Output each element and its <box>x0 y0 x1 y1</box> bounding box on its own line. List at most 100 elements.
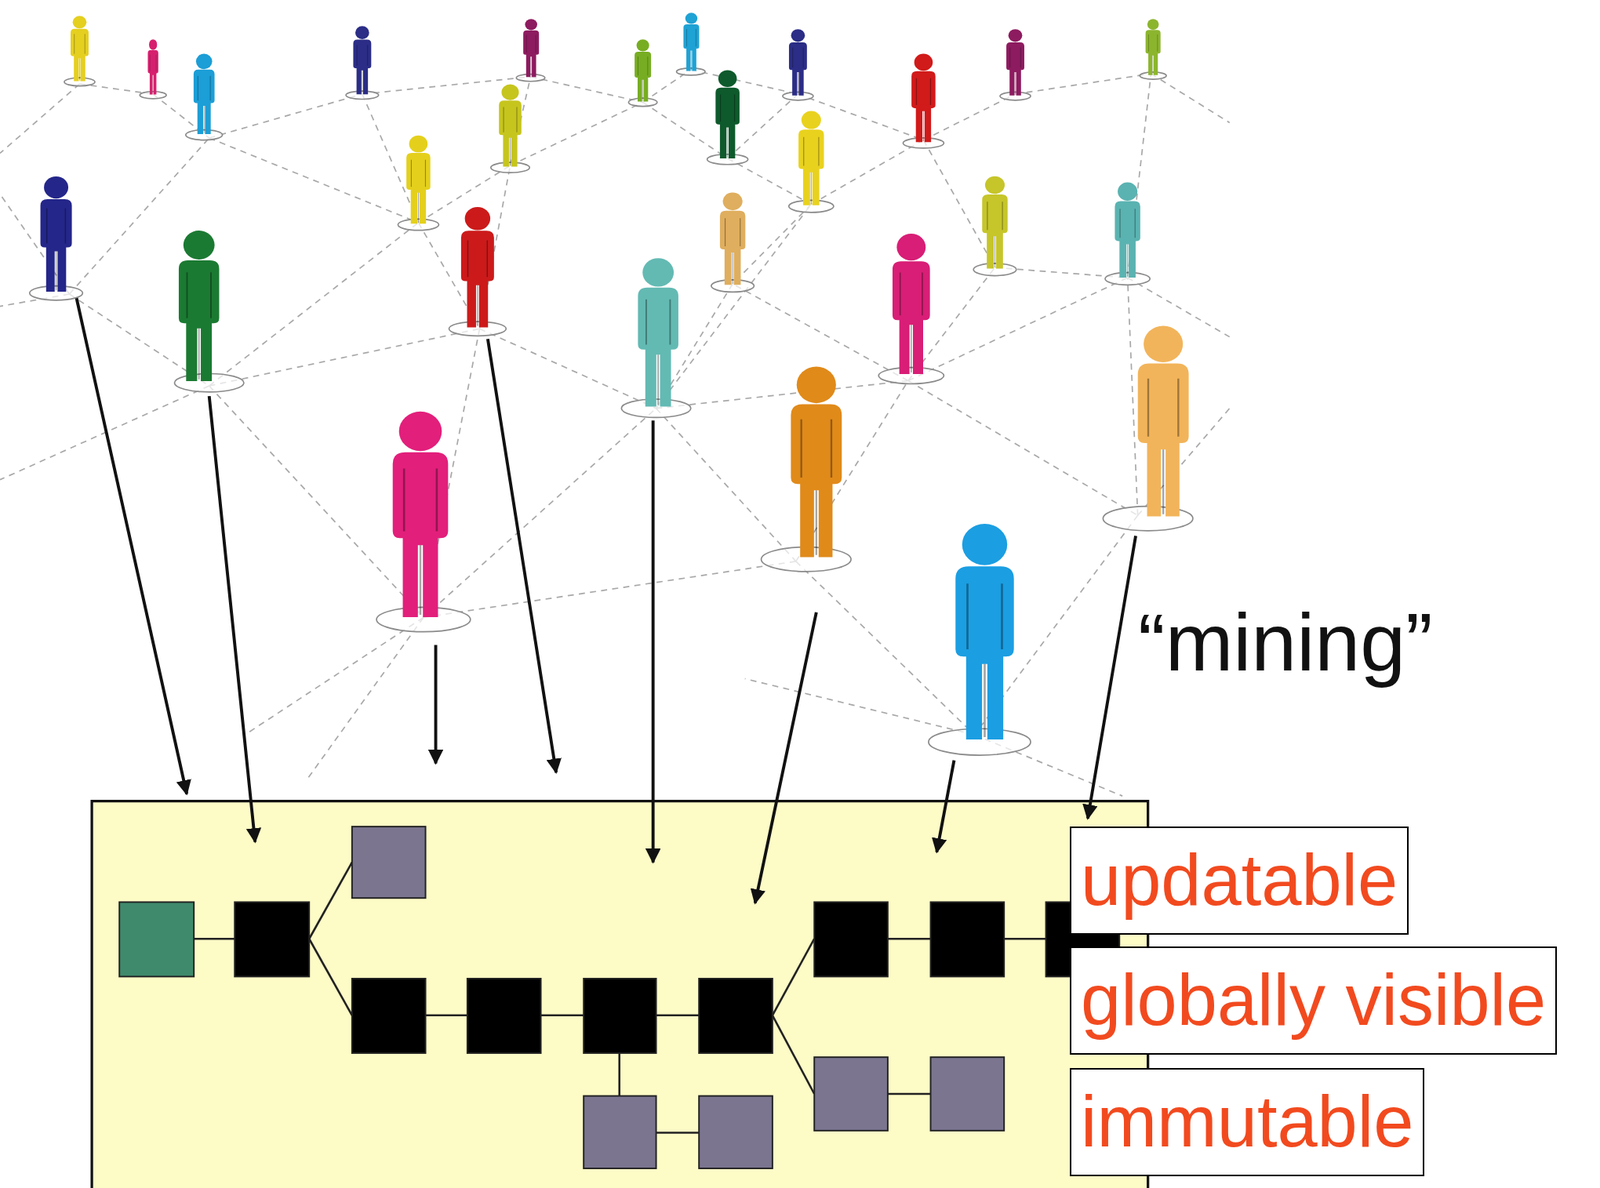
base-rings <box>29 68 1193 756</box>
chain-link <box>309 862 353 940</box>
base-ring <box>676 68 706 76</box>
property-text: updatable <box>1080 839 1398 923</box>
person-figure <box>1006 29 1025 95</box>
person-figure <box>406 135 431 225</box>
orphan-block <box>930 1057 1005 1131</box>
person-figure <box>981 176 1008 270</box>
chain-link <box>425 1014 468 1018</box>
chain-link <box>618 1053 621 1097</box>
person-figure <box>637 258 679 407</box>
property-box: immutable <box>1069 1068 1425 1177</box>
person-figure <box>1114 182 1140 279</box>
person-figure <box>892 233 931 375</box>
person-figure <box>1145 18 1161 76</box>
chain-link <box>656 1131 700 1135</box>
person-figure <box>498 84 522 168</box>
network-links <box>0 69 1230 797</box>
network-link <box>732 283 909 382</box>
mining-arrow <box>651 420 655 862</box>
main-block <box>930 901 1005 977</box>
mining-arrow <box>755 612 817 904</box>
network-link <box>244 617 424 735</box>
network-link <box>923 94 1015 141</box>
person-figure <box>70 15 89 81</box>
base-ring <box>516 74 545 82</box>
main-block <box>467 978 542 1054</box>
network-link <box>656 408 797 562</box>
chain-link <box>193 938 235 941</box>
network-link <box>209 328 480 386</box>
mining-arrow <box>209 396 256 843</box>
person-figure <box>720 192 746 286</box>
network-link <box>1151 73 1230 123</box>
network-link <box>745 678 975 735</box>
main-block <box>698 978 773 1054</box>
network-link <box>530 76 644 103</box>
person-figure <box>178 230 220 382</box>
mining-arrow <box>1087 535 1136 819</box>
property-text: globally visible <box>1080 959 1546 1043</box>
network-link <box>643 101 728 159</box>
network-link <box>209 385 424 618</box>
network-link <box>418 165 510 223</box>
person-figure <box>461 207 495 328</box>
main-block <box>814 901 888 977</box>
network-link <box>0 83 80 153</box>
mining-arrow <box>487 338 557 773</box>
network-link <box>796 561 975 735</box>
blocks <box>119 826 1120 1169</box>
property-text: immutable <box>1080 1080 1414 1164</box>
network-link <box>908 277 1128 381</box>
person-figure <box>523 18 539 77</box>
main-block <box>583 978 656 1054</box>
person-figure <box>789 29 808 95</box>
orphan-block <box>352 826 426 899</box>
ledger-panel <box>91 801 1149 1188</box>
orphan-block <box>698 1096 773 1169</box>
main-block <box>234 901 310 977</box>
chain-link <box>309 938 353 1016</box>
network-link <box>423 408 657 619</box>
person-figure <box>911 54 936 143</box>
process-label: “mining” <box>1138 597 1433 688</box>
mining-arrow <box>936 760 954 853</box>
chain-link <box>887 1093 931 1096</box>
mining-arrows <box>76 298 1136 904</box>
network-link <box>656 381 909 409</box>
chain-link <box>772 1015 815 1095</box>
person-figure <box>392 411 449 618</box>
chain-link <box>887 938 931 941</box>
people <box>40 12 1190 740</box>
network-link <box>510 101 644 166</box>
genesis-block <box>119 901 194 977</box>
chain-link <box>772 938 815 1016</box>
network-link <box>0 385 210 480</box>
person-figure <box>352 25 371 95</box>
person-figure <box>193 54 215 135</box>
network-link <box>423 561 797 619</box>
chain-links <box>193 862 1046 1134</box>
network-link <box>908 381 1139 517</box>
chain-link <box>541 1014 585 1018</box>
person-figure <box>955 523 1014 740</box>
main-block <box>352 978 426 1054</box>
network-link <box>1015 73 1152 95</box>
mining-arrow <box>76 298 188 794</box>
network-link <box>810 140 924 205</box>
person-figure <box>798 110 824 205</box>
network-link <box>305 617 424 781</box>
person-figure <box>683 12 699 71</box>
person-figure <box>40 176 73 292</box>
person-figure <box>715 69 740 159</box>
network-link <box>1127 277 1230 337</box>
person-figure <box>790 366 842 557</box>
chain-link <box>656 1014 700 1018</box>
network-link <box>209 222 419 386</box>
network-link <box>209 94 363 139</box>
person-figure <box>147 39 158 95</box>
person-figure <box>1138 325 1190 517</box>
network-link <box>1127 277 1139 516</box>
property-box: globally visible <box>1069 946 1557 1055</box>
property-box: updatable <box>1069 826 1409 935</box>
